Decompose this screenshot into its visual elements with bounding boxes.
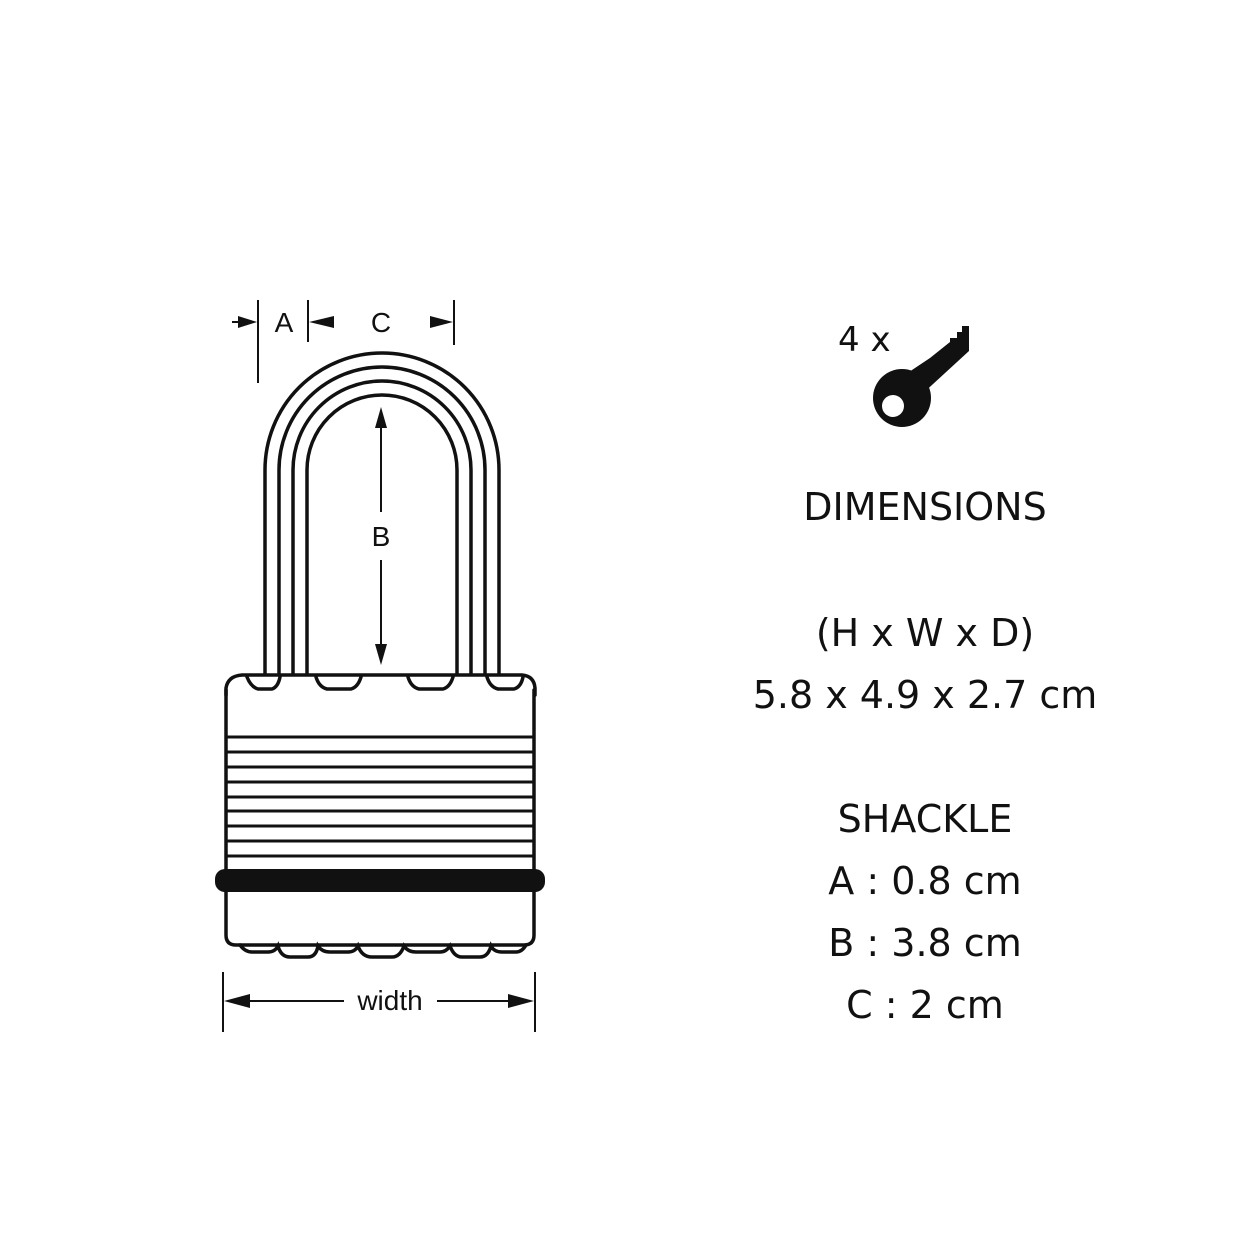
- dimensions-format: (H x W x D): [815, 611, 1035, 655]
- label-width: width: [356, 985, 422, 1016]
- dimension-b: [375, 407, 387, 665]
- bumper-band: [215, 869, 545, 892]
- dimensions-heading: DIMENSIONS: [803, 485, 1047, 529]
- shackle-c: C : 2 cm: [846, 983, 1004, 1027]
- label-a: A: [275, 307, 294, 338]
- dimension-width: [222, 972, 536, 1032]
- body-laminations: [224, 735, 536, 858]
- dimension-a-c: [232, 300, 455, 383]
- lock-body: [224, 688, 536, 947]
- dimensions-value: 5.8 x 4.9 x 2.7 cm: [752, 673, 1098, 717]
- label-c: C: [371, 307, 391, 338]
- label-b: B: [372, 521, 391, 552]
- lock-bottom-profile: [238, 941, 528, 959]
- shackle: [263, 351, 501, 675]
- shackle-heading: SHACKLE: [837, 797, 1013, 841]
- lock-top-plate: [224, 673, 537, 697]
- shackle-a: A : 0.8 cm: [828, 859, 1022, 903]
- key-icon: [873, 326, 969, 427]
- key-count: 4 x: [838, 320, 891, 360]
- shackle-b: B : 3.8 cm: [828, 921, 1022, 965]
